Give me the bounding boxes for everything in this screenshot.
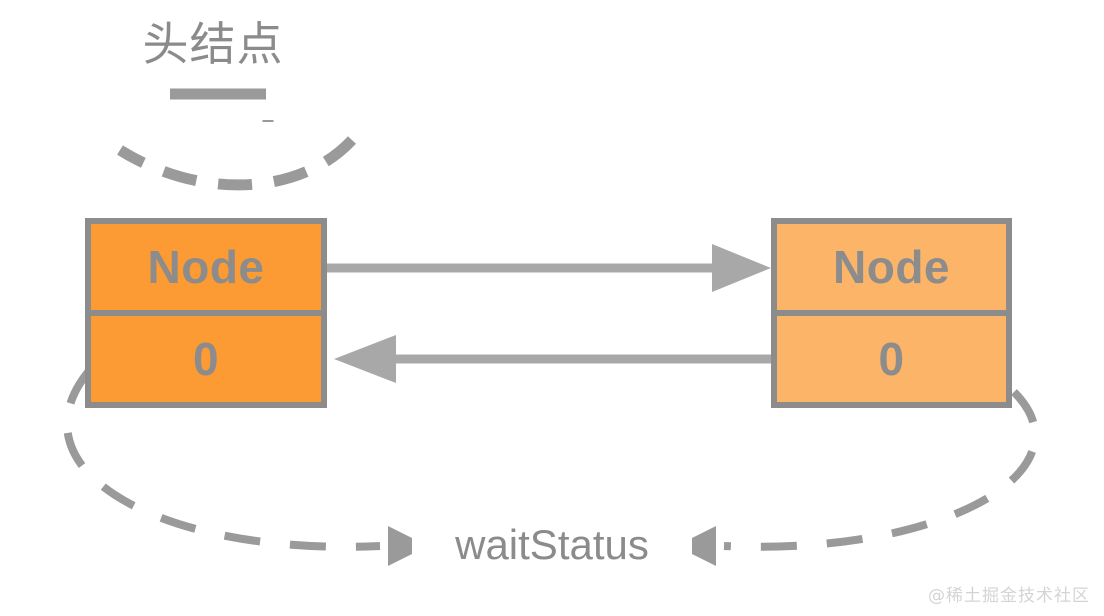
waitstatus-left-arrowhead (388, 526, 428, 566)
node-head-value-label: 0 (192, 333, 220, 385)
node-head-type-label: Node (91, 224, 321, 316)
node-next-type-label: Node (777, 224, 1006, 316)
waitstatus-link-curve (63, 369, 1039, 566)
next-pointer-arrow (327, 244, 771, 292)
node-head: Node 0 (85, 218, 327, 408)
waitstatus-label: waitStatus (412, 518, 692, 572)
watermark: @稀土掘金技术社区 (928, 586, 1090, 606)
waitstatus-right-arrowhead (676, 526, 716, 566)
head-node-caption: 头结点 (142, 17, 284, 71)
prev-pointer-arrow (334, 335, 771, 383)
head-node-pointer-arrow (117, 88, 357, 191)
node-next-value-label: 0 (878, 333, 905, 385)
node-next: Node 0 (771, 218, 1012, 408)
